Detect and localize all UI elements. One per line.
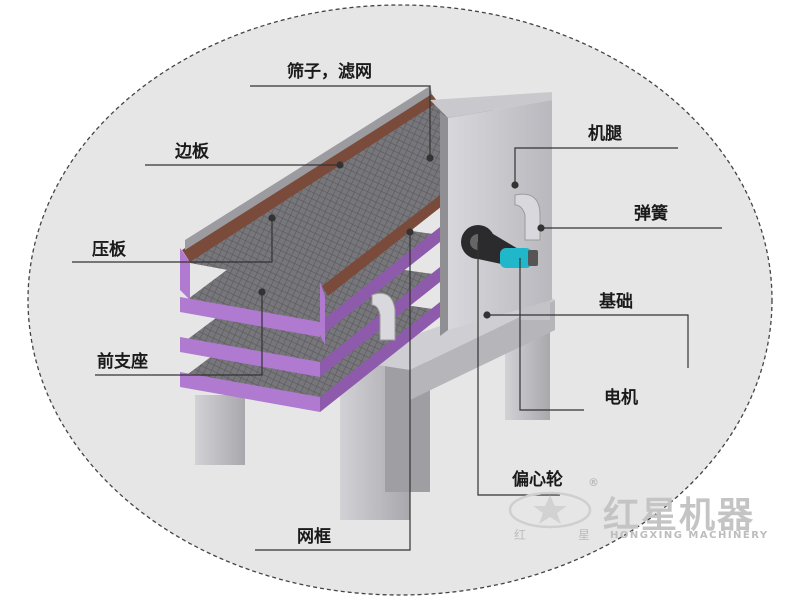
label-foundation: 基础: [599, 292, 633, 312]
brand-english: HONGXING MACHINERY: [610, 530, 769, 541]
brand-logo: [508, 491, 592, 529]
label-side-plate: 边板: [175, 142, 209, 162]
springs: [371, 193, 541, 341]
brand-small-right: 星: [578, 528, 591, 542]
leader-lines: [72, 85, 722, 551]
brand-small-left: 红: [514, 528, 527, 542]
label-machine-leg: 机腿: [588, 124, 622, 144]
screen-box: [180, 86, 552, 345]
label-eccentric-wheel: 偏心轮: [512, 470, 563, 490]
label-pressing-plate: 压板: [92, 240, 126, 260]
brand-name: 红星机器: [603, 495, 756, 536]
label-mesh-frame: 网框: [297, 527, 331, 547]
label-spring: 弹簧: [634, 204, 668, 224]
label-screen-filter: 筛子，滤网: [287, 62, 372, 82]
brand-registered: ®: [588, 476, 599, 489]
label-motor: 电机: [604, 388, 638, 408]
label-front-support: 前支座: [97, 352, 148, 372]
motor-body: [500, 248, 532, 268]
